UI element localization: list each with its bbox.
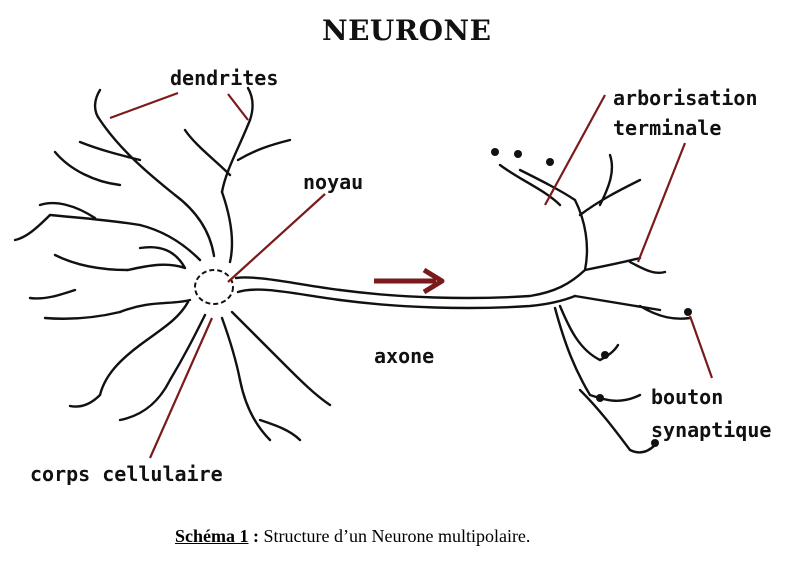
synaptic-boutons (491, 148, 692, 447)
bouton (596, 394, 604, 402)
bouton (491, 148, 499, 156)
caption-text: Structure d’un Neurone multipolaire. (263, 526, 531, 546)
label-bouton: bouton (651, 385, 724, 409)
leader-lines (109, 91, 714, 459)
label-axone: axone (374, 344, 435, 368)
leader-noyau (227, 193, 326, 283)
leader-arborisation (544, 94, 606, 206)
label-terminale: terminale (613, 116, 722, 140)
leader-corps-cellulaire (148, 317, 214, 459)
bouton (684, 308, 692, 316)
dendrite-lower (118, 363, 332, 442)
terminal-arbor-lower (553, 294, 692, 454)
label-dendrites: dendrites (170, 66, 279, 90)
label-synaptique: synaptique (651, 418, 772, 442)
bouton (546, 158, 554, 166)
bouton (514, 150, 522, 158)
leader-bouton (688, 315, 714, 379)
leader-dendrites-left (109, 91, 179, 120)
leader-dendrites-right (227, 93, 249, 121)
caption-sep: : (248, 526, 264, 546)
bouton (601, 351, 609, 359)
nucleus (194, 269, 234, 305)
label-arborisation: arborisation (613, 86, 758, 110)
dendrite-left (28, 253, 142, 408)
label-corps-cellulaire: corps cellulaire (30, 462, 223, 486)
figure-caption: Schéma 1 : Structure d’un Neurone multip… (175, 526, 530, 547)
direction-arrow (374, 267, 445, 295)
cell-body (118, 190, 342, 382)
label-noyau: noyau (303, 170, 364, 194)
neuron-outline (13, 86, 692, 454)
terminal-arbor-upper (498, 153, 667, 275)
dendrite-upper-left (13, 88, 177, 242)
axon (338, 268, 587, 310)
leader-terminale (636, 142, 687, 263)
dendrite-upper (183, 86, 292, 194)
caption-ref: Schéma 1 (175, 526, 249, 546)
bouton (651, 439, 659, 447)
diagram-title: NEURONE (322, 14, 492, 47)
